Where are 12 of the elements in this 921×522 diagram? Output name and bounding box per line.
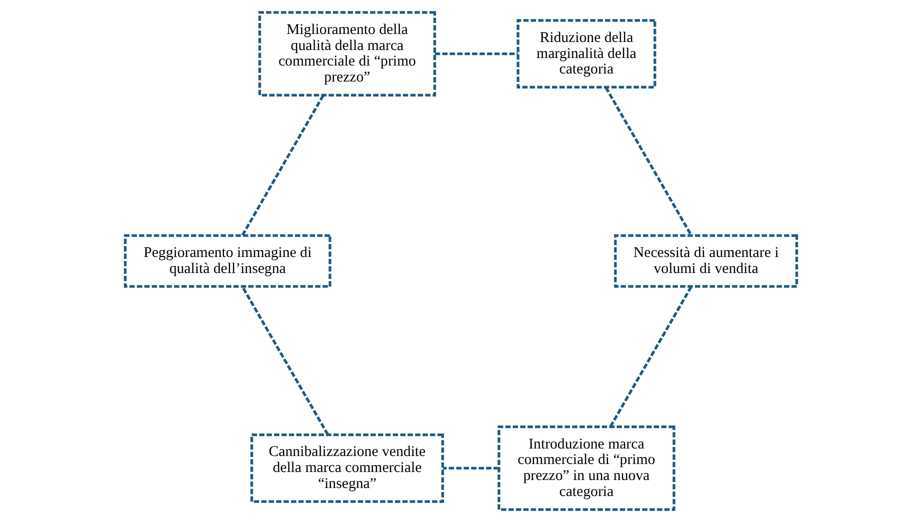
connector — [442, 466, 498, 470]
node-box: Riduzione della marginalità della categoria — [516, 19, 656, 89]
connector — [240, 286, 328, 436]
connector — [608, 286, 692, 428]
node-box: Necessità di aumentare i volumi di vendita — [614, 234, 798, 288]
node-box: Peggioramento immagine di qualità dell’insegna — [123, 234, 331, 288]
connector — [604, 86, 692, 236]
connector — [434, 52, 518, 56]
node-box: Miglioramento della qualità della marca commerciale di “primo prezzo” — [258, 11, 436, 96]
node-box: Introduzione marca commerciale di “primo prezzo” in una nuova categoria — [497, 426, 675, 511]
connector — [240, 94, 324, 236]
node-box: Cannibalizzazione vendite della marca commerciale “insegna” — [250, 433, 444, 503]
